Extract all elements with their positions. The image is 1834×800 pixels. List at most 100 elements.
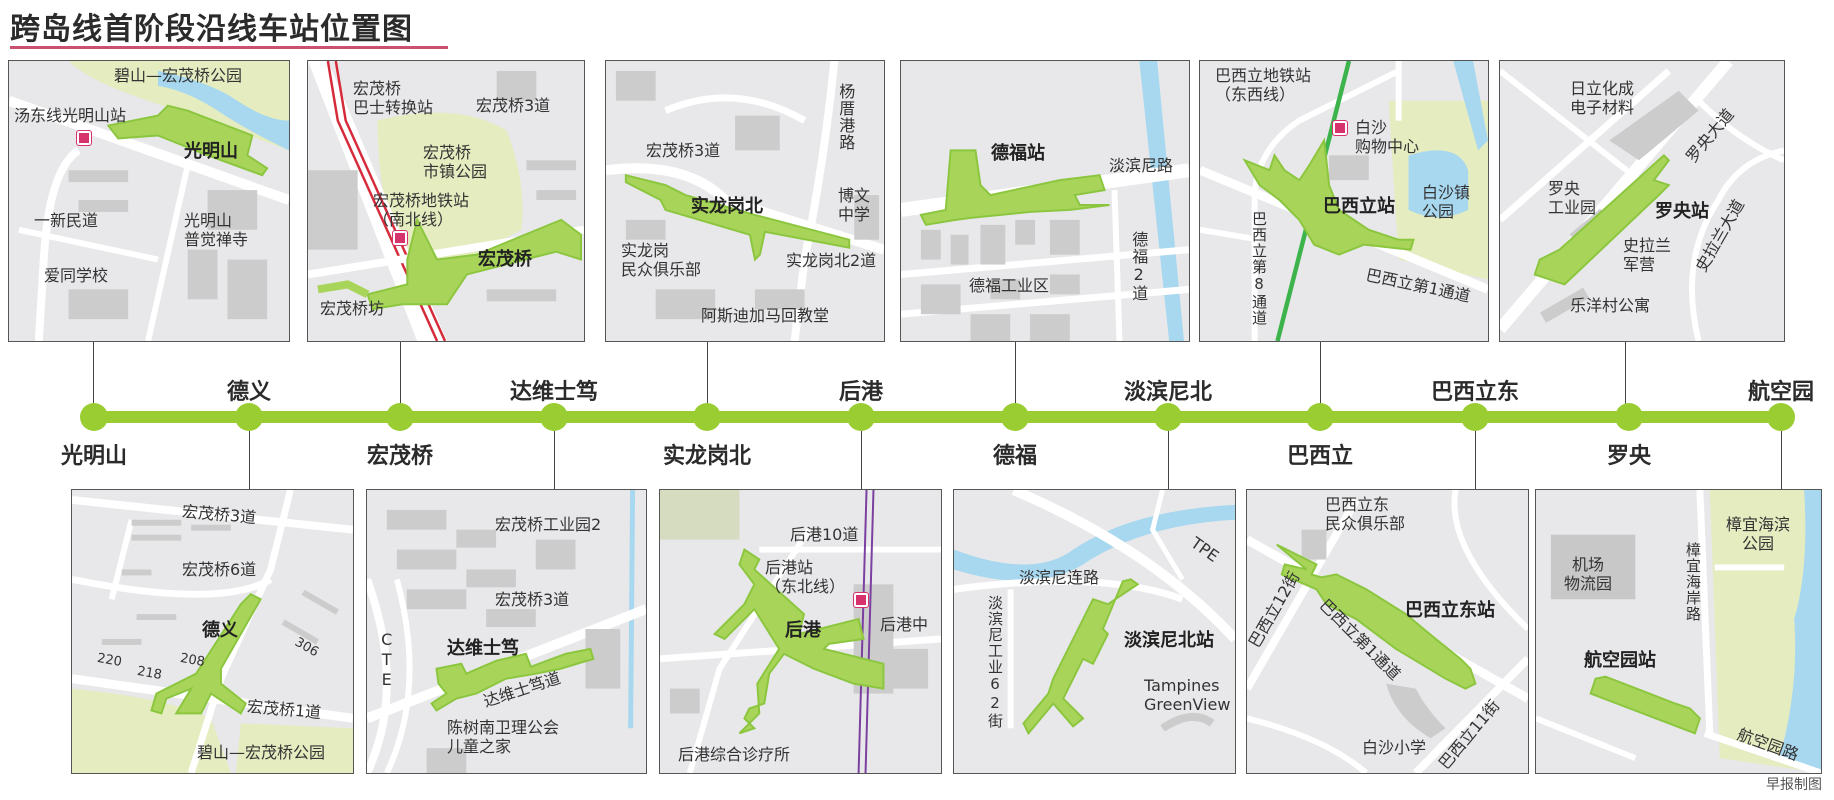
mall-label: 后港中 bbox=[880, 615, 929, 634]
road-label: 淡滨尼连路 bbox=[1019, 568, 1100, 587]
park-label: 白沙镇 公园 bbox=[1422, 183, 1471, 222]
station-name-deyi: 德义 bbox=[226, 380, 272, 405]
station-area-label: 淡滨尼北站 bbox=[1124, 630, 1214, 651]
map-background bbox=[660, 490, 941, 773]
park-label: 宏茂桥 市镇公园 bbox=[423, 143, 488, 182]
connector-line bbox=[1781, 431, 1782, 489]
station-dot[interactable] bbox=[80, 403, 108, 431]
road-label: 一新民道 bbox=[34, 211, 99, 230]
map-background bbox=[1247, 490, 1528, 773]
station-area-label: 罗央站 bbox=[1655, 201, 1709, 222]
station-area-label: 德福站 bbox=[991, 143, 1045, 164]
station-area-label: 宏茂桥 bbox=[478, 249, 532, 270]
station-dot[interactable] bbox=[235, 403, 263, 431]
station-dot[interactable] bbox=[386, 403, 414, 431]
station-name-shilonggangbei: 实龙岗北 bbox=[662, 444, 752, 469]
station-dot[interactable] bbox=[1767, 403, 1795, 431]
station-dot[interactable] bbox=[540, 403, 568, 431]
club-label: 实龙岗 民众俱乐部 bbox=[621, 241, 702, 280]
station-area-label: 巴西立东站 bbox=[1405, 600, 1495, 621]
station-dot[interactable] bbox=[1001, 403, 1029, 431]
map-background bbox=[308, 61, 584, 341]
church-label: 阿斯迪加马回教堂 bbox=[701, 306, 830, 325]
industrial-label: 宏茂桥工业园2 bbox=[495, 515, 602, 534]
station-dot[interactable] bbox=[847, 403, 875, 431]
station-dot[interactable] bbox=[1615, 403, 1643, 431]
station-area-label: 航空园站 bbox=[1584, 650, 1656, 671]
park-label: 碧山—宏茂桥公园 bbox=[114, 66, 243, 85]
line-track bbox=[92, 411, 1784, 423]
map-defu: 德福站 淡滨尼路 德福2道 德福工业区 bbox=[900, 60, 1190, 342]
road-label: 杨厝港路 bbox=[836, 83, 856, 151]
map-guangmingshan: 碧山—宏茂桥公园 汤东线光明山站 光明山 一新民道 光明山 普觉禅寺 爱同学校 bbox=[8, 60, 290, 342]
industrial-label: 德福工业区 bbox=[969, 276, 1050, 295]
connector-line bbox=[93, 342, 94, 412]
station-name-hongmaoqiao: 宏茂桥 bbox=[366, 444, 434, 469]
mrt-station-icon bbox=[76, 130, 92, 146]
street-label: 宏茂桥6道 bbox=[182, 560, 257, 579]
estate-label: Tampines GreenView bbox=[1144, 676, 1231, 715]
street-label: 淡滨尼工业62街 bbox=[986, 595, 1004, 729]
street-label: 宏茂桥3道 bbox=[646, 141, 721, 160]
station-dot[interactable] bbox=[1306, 403, 1334, 431]
map-aviationpark: 机场 物流园 樟宜海滨 公园 樟宜海岸路 航空园站 航空园路 bbox=[1535, 489, 1822, 774]
station-area-label: 实龙岗北 bbox=[691, 196, 763, 217]
mrt-station-icon bbox=[853, 592, 869, 608]
station-dot[interactable] bbox=[693, 403, 721, 431]
map-background bbox=[1200, 61, 1488, 341]
mrt-label: 汤东线光明山站 bbox=[14, 106, 127, 125]
camp-label: 史拉兰 军营 bbox=[1623, 236, 1672, 275]
station-dot[interactable] bbox=[1154, 403, 1182, 431]
station-name-hangkongyuan: 航空园 bbox=[1747, 380, 1815, 405]
park-label: 樟宜海滨 公园 bbox=[1726, 515, 1791, 554]
connector-line bbox=[1320, 342, 1321, 412]
place-label: 陈树南卫理公会 儿童之家 bbox=[447, 718, 560, 757]
map-background bbox=[9, 61, 289, 341]
map-tampinesnorth: TPE 淡滨尼连路 淡滨尼工业62街 淡滨尼北站 Tampines GreenV… bbox=[953, 489, 1236, 774]
map-background bbox=[606, 61, 884, 341]
station-area-label: 光明山 bbox=[184, 141, 238, 162]
park-label: 碧山—宏茂桥公园 bbox=[197, 743, 326, 762]
map-luoyang: 日立化成 电子材料 罗央 工业园 罗央大道 罗央站 史拉兰 军营 史拉兰大道 乐… bbox=[1499, 60, 1785, 342]
station-name-baxilidong: 巴西立东 bbox=[1430, 380, 1520, 405]
station-name-luoyang: 罗央 bbox=[1606, 444, 1652, 469]
clinic-label: 后港综合诊疗所 bbox=[678, 745, 791, 764]
street-label: 实龙岗北2道 bbox=[786, 251, 877, 270]
road-label: 樟宜海岸路 bbox=[1684, 542, 1702, 622]
connector-line bbox=[1015, 342, 1016, 412]
page-title: 跨岛线首阶段沿线车站位置图 bbox=[10, 12, 413, 47]
temple-label: 光明山 普觉禅寺 bbox=[184, 211, 249, 250]
station-area-label: 巴西立站 bbox=[1323, 196, 1395, 217]
station-name-hougang: 后港 bbox=[838, 380, 884, 405]
company-label: 日立化成 电子材料 bbox=[1570, 79, 1635, 118]
school-label: 白沙小学 bbox=[1362, 738, 1427, 757]
map-background bbox=[367, 490, 646, 773]
map-background bbox=[1500, 61, 1784, 341]
street-label: 德福2道 bbox=[1129, 231, 1149, 302]
map-baxili: 巴西立地铁站 （东西线） 白沙 购物中心 巴西立站 白沙镇 公园 巴西立第8通道… bbox=[1199, 60, 1489, 342]
station-area-label: 后港 bbox=[785, 620, 821, 641]
mall-label: 白沙 购物中心 bbox=[1355, 118, 1420, 157]
connector-line bbox=[554, 431, 555, 489]
station-dot[interactable] bbox=[1461, 403, 1489, 431]
map-background bbox=[901, 61, 1189, 341]
map-background bbox=[954, 490, 1235, 736]
map-hongmaoqiao: 宏茂桥 巴士转换站 宏茂桥3道 宏茂桥 市镇公园 宏茂桥地铁站 （南北线） 宏茂… bbox=[307, 60, 585, 342]
street-label: 宏茂桥3道 bbox=[495, 590, 570, 609]
connector-line bbox=[1475, 431, 1476, 489]
road-label: 淡滨尼路 bbox=[1109, 156, 1174, 175]
connector-line bbox=[1168, 431, 1169, 489]
apartment-label: 乐洋村公寓 bbox=[1570, 296, 1651, 315]
club-label: 巴西立东 民众俱乐部 bbox=[1325, 495, 1406, 534]
title-underline bbox=[10, 46, 448, 49]
station-name-baxili: 巴西立 bbox=[1286, 444, 1354, 469]
station-area-label: 达维士笃 bbox=[447, 638, 519, 659]
connector-line bbox=[707, 342, 708, 412]
map-background bbox=[72, 490, 353, 773]
station-name-defu: 德福 bbox=[992, 444, 1038, 469]
connector-line bbox=[861, 431, 862, 489]
bus-interchange-label: 宏茂桥 巴士转换站 bbox=[353, 79, 434, 118]
street-label: 巴西立第8通道 bbox=[1250, 211, 1268, 326]
street-label: 后港10道 bbox=[790, 525, 859, 544]
industrial-label: 罗央 工业园 bbox=[1548, 179, 1597, 218]
